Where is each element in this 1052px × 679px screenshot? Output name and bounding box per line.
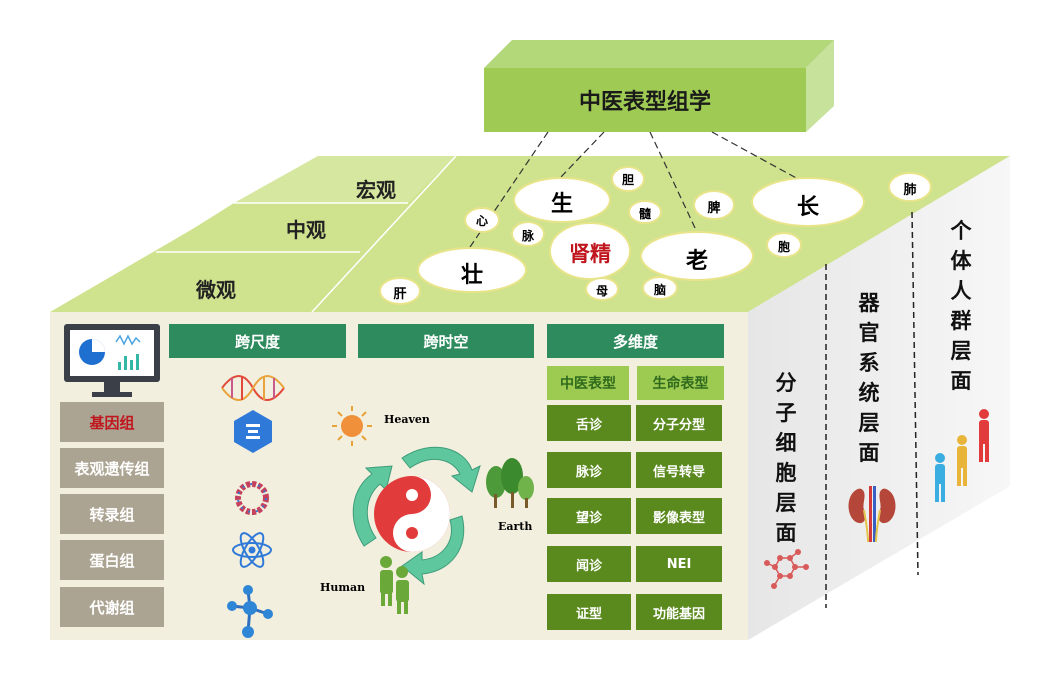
scale-micro: 微观 — [196, 278, 236, 302]
organ-gan: 肝 — [393, 287, 407, 302]
molecule-network-icon — [764, 549, 809, 589]
omic-epigenome: 表观遗传组 — [60, 448, 164, 488]
title-box-side — [806, 40, 834, 132]
stage-zhuang: 壮 — [460, 263, 483, 288]
person-yellow-icon — [957, 435, 967, 486]
organ-dan: 胆 — [621, 173, 634, 187]
cell-nei: NEI — [636, 546, 722, 582]
yin-yang-icon — [374, 476, 450, 552]
organ-bao: 胞 — [777, 240, 790, 254]
label-heaven: Heaven — [384, 413, 430, 426]
level-organ: 器官系统层面 — [858, 291, 880, 465]
molecule-icon — [227, 585, 273, 638]
scale-macro: 宏观 — [356, 178, 396, 202]
level-divider — [911, 211, 919, 576]
atom-icon — [232, 532, 272, 568]
organ-sui: 髓 — [638, 207, 651, 221]
cell-pulse: 脉诊 — [547, 452, 631, 488]
monitor-icon — [64, 324, 160, 397]
header-cross-time: 跨时空 — [358, 324, 534, 358]
level-molecular: 分子细胞层面 — [775, 371, 797, 545]
cell-signal: 信号转导 — [636, 452, 722, 488]
cycle-graphic — [332, 406, 534, 614]
person-red-icon — [979, 409, 989, 462]
stage-zhang: 长 — [796, 195, 819, 220]
cell-molecular-typing: 分子分型 — [636, 405, 722, 441]
header-cross-scale: 跨尺度 — [169, 324, 346, 358]
organ-mu: 母 — [595, 284, 608, 298]
cell-tongue: 舌诊 — [547, 405, 631, 441]
stage-lao: 老 — [685, 249, 708, 274]
omic-proteome: 蛋白组 — [60, 540, 164, 580]
sun-icon — [332, 406, 372, 446]
cell-syndrome: 证型 — [547, 594, 631, 630]
organ-xin: 心 — [475, 214, 488, 228]
label-human: Human — [320, 581, 366, 594]
meso-band — [156, 203, 408, 252]
title-box-top — [484, 40, 834, 68]
organ-nao: 脑 — [653, 283, 666, 297]
organ-mai: 脉 — [521, 229, 534, 243]
omic-metabolome: 代谢组 — [60, 587, 164, 627]
organ-fei: 肺 — [903, 183, 917, 198]
people-icon — [380, 556, 409, 614]
subheader-tcm: 中医表型 — [547, 366, 629, 400]
subheader-life: 生命表型 — [637, 366, 724, 400]
level-population: 个体人群层面 — [950, 219, 972, 393]
omic-genome: 基因组 — [60, 402, 164, 442]
person-blue-icon — [935, 453, 945, 502]
trees-icon — [486, 458, 534, 508]
genomics-hex-icon — [234, 410, 272, 453]
dna-icon — [221, 375, 285, 401]
label-earth: Earth — [498, 520, 533, 533]
organ-pi: 脾 — [707, 201, 721, 216]
cell-functional-gene: 功能基因 — [636, 594, 722, 630]
people-group-icon — [935, 409, 989, 502]
cell-inspection: 望诊 — [547, 498, 631, 534]
kidney-icon — [848, 486, 896, 543]
header-multi-dim: 多维度 — [547, 324, 724, 358]
diagram-title: 中医表型组学 — [578, 90, 711, 115]
stage-sheng: 生 — [550, 192, 573, 217]
protein-ring-icon — [235, 481, 269, 515]
cell-listening: 闻诊 — [547, 546, 631, 582]
macro-band — [234, 156, 456, 203]
stage-kidney-essence: 肾精 — [569, 242, 611, 266]
omic-transcriptome: 转录组 — [60, 494, 164, 534]
title-box-front — [484, 68, 806, 132]
cell-imaging: 影像表型 — [636, 498, 722, 534]
scale-meso: 中观 — [286, 218, 326, 242]
